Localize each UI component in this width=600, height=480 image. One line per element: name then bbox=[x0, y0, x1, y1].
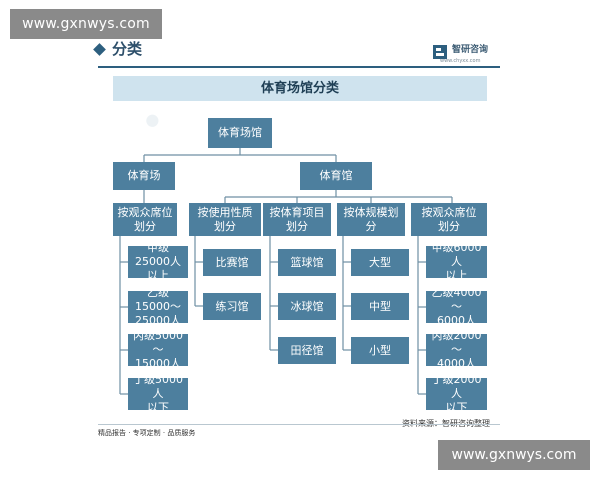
leaf-gym-class-d: 丁级2000人 以下 bbox=[426, 373, 487, 414]
section-title: 分类 bbox=[112, 40, 143, 58]
node-gymnasium: 体育馆 bbox=[300, 162, 372, 190]
leaf-practice-hall: 练习馆 bbox=[203, 293, 261, 320]
node-root: 体育场馆 bbox=[208, 118, 272, 148]
leaf-track-field-hall: 田径馆 bbox=[278, 337, 336, 364]
diagram-title: 体育场馆分类 bbox=[113, 76, 487, 101]
node-category-seats-stadium: 按观众席位 划分 bbox=[113, 203, 177, 236]
node-stadium: 体育场 bbox=[113, 162, 175, 190]
section-divider bbox=[98, 66, 500, 68]
leaf-medium: 中型 bbox=[351, 293, 409, 320]
brand-name: 智研咨询 bbox=[452, 45, 489, 55]
leaf-gym-class-a: 甲级6000人 以上 bbox=[426, 241, 487, 282]
watermark-bottom: www.gxnwys.com bbox=[438, 440, 590, 470]
node-category-usage: 按使用性质 划分 bbox=[189, 203, 261, 236]
node-category-scale: 按体规模划 分 bbox=[337, 203, 405, 236]
footer-divider bbox=[98, 424, 500, 425]
leaf-competition-hall: 比赛馆 bbox=[203, 249, 261, 276]
leaf-basketball-hall: 篮球馆 bbox=[278, 249, 336, 276]
leaf-gym-class-c: 丙级2000～ 4000人 bbox=[426, 329, 487, 370]
leaf-large: 大型 bbox=[351, 249, 409, 276]
leaf-stadium-class-a: 甲级25000人 以上 bbox=[128, 241, 188, 282]
brand-logo-icon bbox=[433, 45, 447, 59]
node-category-seats-gym: 按观众席位 划分 bbox=[411, 203, 487, 236]
footer-slogan: 精品报告 · 专项定制 · 品质服务 bbox=[98, 429, 196, 437]
node-category-sport: 按体育项目 划分 bbox=[263, 203, 331, 236]
leaf-gym-class-b: 乙级4000～ 6000人 bbox=[426, 286, 487, 327]
leaf-stadium-class-b: 乙级15000～ 25000人 bbox=[128, 286, 188, 327]
source-note: 资料来源：智研咨询整理 bbox=[402, 418, 490, 429]
leaf-ice-hockey-hall: 冰球馆 bbox=[278, 293, 336, 320]
leaf-small: 小型 bbox=[351, 337, 409, 364]
watermark-top: www.gxnwys.com bbox=[10, 9, 162, 39]
brand-url: www.chyxx.com bbox=[440, 58, 481, 64]
leaf-stadium-class-c: 丙级5000～ 15000人 bbox=[128, 329, 188, 370]
leaf-stadium-class-d: 丁级5000人 以下 bbox=[128, 373, 188, 414]
